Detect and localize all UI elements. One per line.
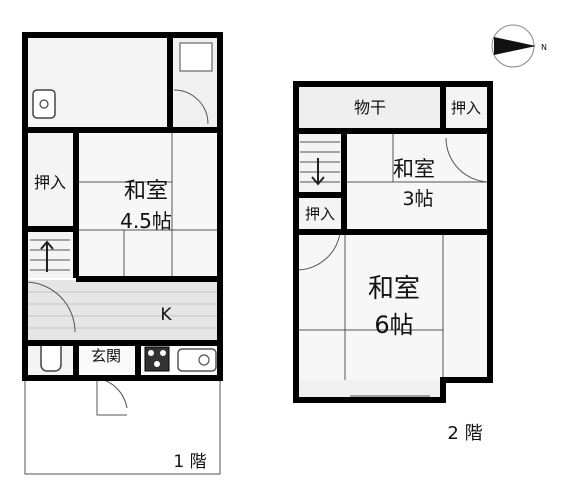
floor-1-plan: 押入 和室 4.5帖 K 玄関 1 階 (22, 32, 223, 475)
washitsu-6-area (296, 233, 490, 380)
stove-icon (144, 346, 170, 372)
stairs-steps (300, 141, 340, 183)
floor-2-plan: 物干 押入 和室 3帖 押入 和室 6帖 2 階 (293, 81, 493, 444)
oshiire-area (25, 132, 75, 227)
washitsu-3-label: 和室 (393, 157, 435, 181)
washitsu-size-label: 4.5帖 (120, 209, 172, 233)
floor-2-caption: 2 階 (447, 423, 482, 444)
washitsu-6-label: 和室 (368, 274, 420, 304)
oshiire-top-area (443, 84, 490, 130)
genkan-label: 玄関 (91, 347, 121, 365)
washitsu-4.5-area (77, 132, 220, 278)
sink-icon (177, 348, 217, 372)
balcony-area (295, 83, 444, 131)
stairs-arrow-icon (311, 158, 325, 186)
washbasin-icon (32, 89, 56, 119)
floor-2-outer-wall (293, 81, 493, 403)
oshiire-label: 押入 (34, 173, 66, 192)
stairs-arrow-icon (40, 240, 54, 272)
kitchen-label: K (160, 305, 172, 325)
floor-1-caption: 1 階 (173, 452, 206, 472)
compass-icon: N (491, 24, 547, 68)
stove-burners-icon (148, 350, 166, 367)
washbasin-drain-icon (39, 99, 49, 109)
door-swing-icon (445, 137, 491, 183)
sink-drain-icon (198, 354, 210, 366)
monohoshi-label: 物干 (354, 98, 386, 117)
window-area (296, 380, 443, 400)
washitsu-3-size-label: 3帖 (402, 188, 433, 210)
entrance-door-icon (96, 377, 128, 416)
compass-n-label: N (541, 43, 547, 52)
door-swing-icon (173, 89, 209, 125)
tatami-grid (77, 132, 220, 278)
stairs-steps (30, 239, 70, 271)
washitsu-label: 和室 (124, 179, 168, 204)
floor-1-outer-wall (22, 32, 223, 381)
door-swing-icon (295, 232, 341, 271)
floor-1-ground-outline (24, 378, 221, 475)
washitsu-6-size-label: 6帖 (374, 311, 413, 339)
oshiire-side-label: 押入 (305, 205, 335, 223)
stairs-area (25, 230, 75, 278)
oshiire-top-label: 押入 (451, 99, 481, 117)
tatami-grid (345, 132, 490, 183)
door-swing-icon (24, 281, 76, 333)
kitchen-area (25, 280, 220, 342)
genkan-area (77, 344, 137, 378)
stairs-area (296, 132, 343, 194)
oshiire-side-area (296, 196, 343, 231)
kitchen-floor-pattern (25, 291, 220, 329)
tatami-grid (296, 233, 444, 380)
toilet-icon (179, 42, 213, 72)
